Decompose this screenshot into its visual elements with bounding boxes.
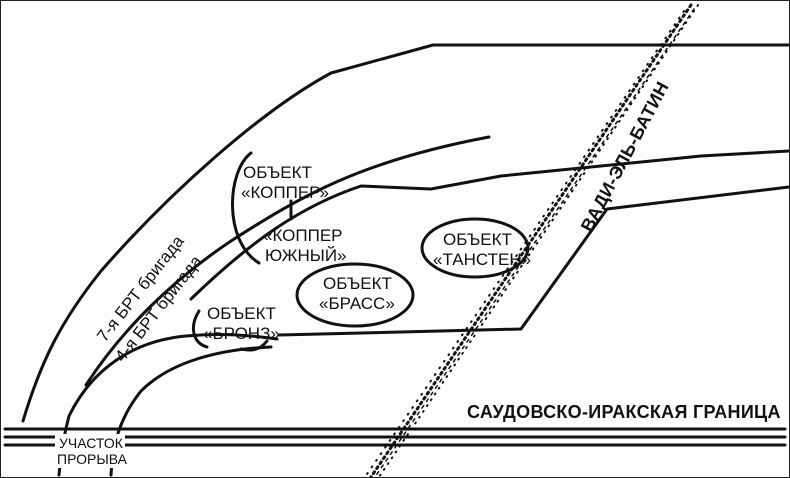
breach-corridor-left [57, 333, 279, 477]
brigade-7-boundary [21, 43, 789, 423]
copper-bracket [231, 151, 261, 265]
corridor-line-middle [189, 149, 789, 301]
brass-label-line2: «БРАСС» [319, 294, 395, 313]
copper-label-line1: ОБЪЕКТ [243, 163, 312, 182]
brass-label-line1: ОБЪЕКТ [323, 274, 392, 293]
copper-label-line2: «КОППЕР» [241, 183, 329, 202]
breach-label-bg [55, 434, 125, 468]
breach-corridor-right [109, 345, 273, 477]
bronze-label-line1: ОБЪЕКТ [207, 304, 276, 323]
breach-label-line1: УЧАСТОК [59, 435, 124, 451]
border-label: САУДОВСКО-ИРАКСКАЯ ГРАНИЦА [467, 402, 781, 422]
corridor-line-lower [277, 185, 789, 337]
border-lines [3, 427, 787, 447]
breach-label-line2: ПРОРЫВА [57, 451, 128, 467]
tungsten-ellipse [420, 217, 530, 279]
tungsten-label-line2: «ТАНСТЕН» [433, 250, 531, 269]
bronze-label-line2: «БРОНЗ» [203, 324, 280, 343]
copper-south-label-line1: «КОППЕР [263, 226, 343, 245]
copper-south-label-line2: ЮЖНЫЙ» [265, 246, 347, 265]
corridor-line-upper [84, 135, 491, 387]
wadi-band [364, 3, 699, 477]
bronze-bracket [191, 309, 269, 352]
tungsten-label-line1: ОБЪЕКТ [443, 230, 512, 249]
brass-ellipse [295, 262, 415, 328]
